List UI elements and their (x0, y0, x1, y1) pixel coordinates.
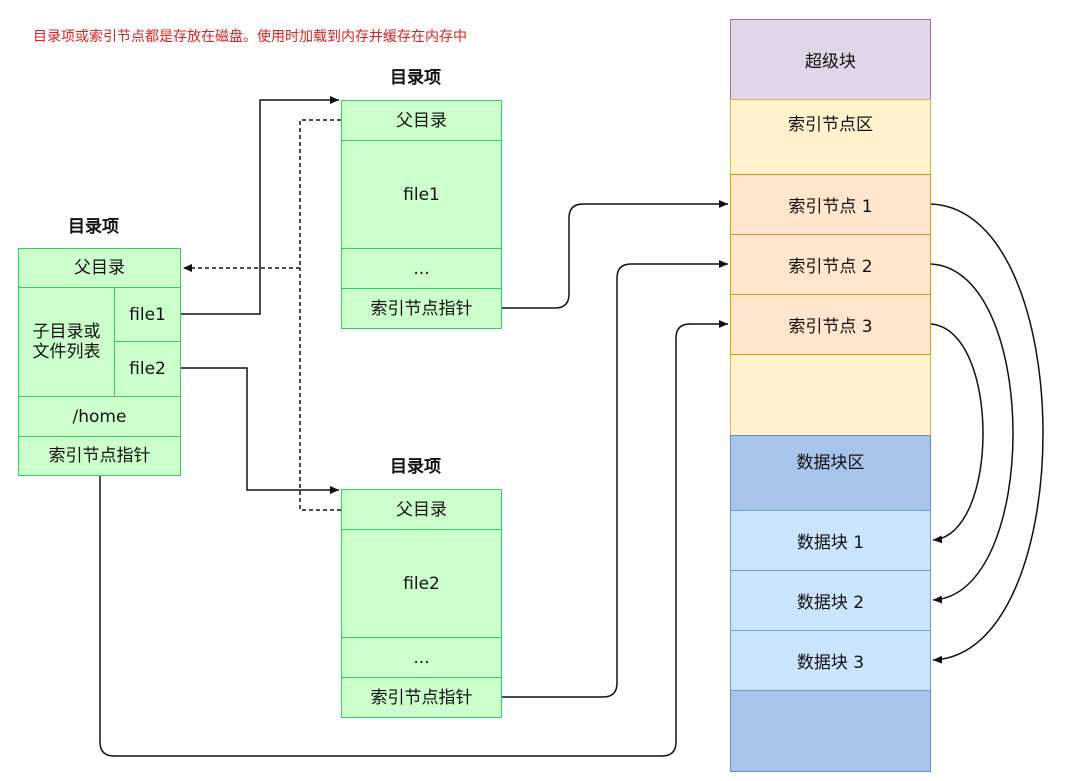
root-file2-cell[interactable]: file2 (114, 341, 181, 397)
inode-2[interactable]: 索引节点 2 (730, 234, 931, 295)
file1-ellipsis-cell: ... (341, 248, 502, 289)
data-block-2[interactable]: 数据块 2 (730, 570, 931, 631)
root-dir-heading: 目录项 (68, 217, 119, 237)
file2-dir-heading: 目录项 (390, 457, 441, 477)
storage-note: 目录项或索引节点都是存放在磁盘。使用时加载到内存并缓存在内存中 (33, 29, 467, 45)
data-block-1[interactable]: 数据块 1 (730, 510, 931, 571)
inode2-to-block2-curve (930, 263, 1014, 604)
inode1-to-block3-curve (930, 203, 1044, 664)
file1-inode-ptr-arrow (502, 200, 728, 309)
root-parent-cell[interactable]: 父目录 (18, 248, 181, 288)
file2-name-cell: file2 (341, 529, 502, 638)
root-children-label: 子目录或 文件列表 (18, 287, 115, 397)
inode-1[interactable]: 索引节点 1 (730, 174, 931, 235)
root-name-cell: /home (18, 396, 181, 437)
root-file1-cell[interactable]: file1 (114, 287, 181, 342)
root-inode-ptr-arrow (99, 320, 728, 757)
file2-inode-ptr-cell[interactable]: 索引节点指针 (341, 677, 502, 718)
file1-parent-cell[interactable]: 父目录 (341, 100, 502, 141)
file2-inode-ptr-arrow (502, 260, 728, 698)
superblock: 超级块 (730, 19, 931, 100)
file1-name-cell: file1 (341, 140, 502, 249)
root-inode-ptr-cell[interactable]: 索引节点指针 (18, 436, 181, 476)
file1-parent-dashed-link (299, 119, 341, 268)
root-file1-to-dir-arrow (181, 96, 339, 315)
inode-3[interactable]: 索引节点 3 (730, 294, 931, 355)
inode3-to-block1-curve (930, 323, 984, 544)
file2-parent-dashed-link (299, 268, 341, 511)
root-file2-to-dir-arrow (181, 367, 339, 494)
data-block-3[interactable]: 数据块 3 (730, 630, 931, 691)
file1-dir-heading: 目录项 (390, 68, 441, 88)
file1-inode-ptr-cell[interactable]: 索引节点指针 (341, 288, 502, 329)
